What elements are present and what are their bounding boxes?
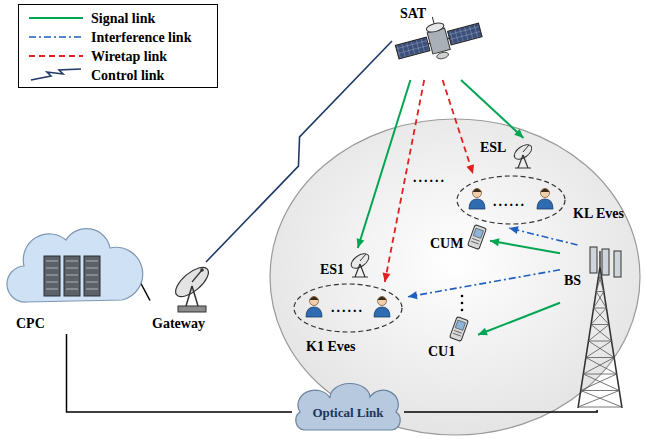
label-holder: ......	[331, 298, 364, 316]
optical-link-node: Optical Link	[292, 390, 404, 434]
legend-text: Wiretap link	[91, 49, 167, 64]
node-label: ESL	[480, 140, 506, 156]
connector-line	[408, 270, 560, 297]
gateway-node: Gateway	[150, 262, 230, 332]
legend-row: Wiretap link	[19, 46, 211, 65]
label-holder: ......	[493, 192, 526, 210]
node-label: BS	[564, 273, 581, 289]
arrow-head	[514, 129, 523, 138]
eavesdropper-group: K1 Eves	[292, 282, 408, 356]
legend-text: Control link	[91, 68, 164, 83]
node-label: CUM	[430, 236, 463, 252]
node-label: KL Eves	[573, 206, 624, 222]
ellipsis-label: ......	[413, 170, 446, 185]
legend-sample	[27, 30, 85, 44]
eavesdropper-group: KL Eves	[455, 174, 635, 228]
coverage-region	[270, 119, 640, 435]
earth-station-node: ES1	[320, 248, 374, 280]
node-label: K1 Eves	[306, 339, 355, 355]
legend-box: Signal linkInterference linkWiretap link…	[18, 4, 218, 88]
node-label: ES1	[320, 262, 344, 278]
legend-text: Signal link	[91, 11, 155, 26]
arrow-head	[466, 164, 474, 174]
legend-sample	[27, 11, 85, 25]
control-link	[206, 41, 392, 262]
connector-line	[206, 41, 392, 262]
arrow-head	[383, 272, 391, 282]
vertical-dots	[461, 295, 464, 312]
link-connector	[443, 80, 474, 174]
node-label: CPC	[16, 316, 45, 332]
legend-row: Signal link	[19, 8, 211, 27]
arrow-head	[490, 238, 500, 246]
link-connector	[461, 80, 524, 138]
arrow-head	[357, 238, 365, 248]
connector-line	[358, 80, 411, 248]
connector-line	[461, 80, 524, 138]
legend-sample	[27, 68, 85, 82]
legend-row: Interference link	[19, 27, 211, 46]
connector-line	[404, 410, 597, 412]
node-label: Gateway	[152, 316, 205, 332]
arrow-head	[478, 328, 488, 335]
earth-station-node: ESL	[480, 138, 538, 170]
connector-line	[443, 80, 473, 174]
legend-row: Control link	[19, 65, 211, 84]
link-connector	[509, 226, 578, 245]
satellite-node: SAT	[392, 2, 484, 80]
arrow-head	[408, 291, 418, 299]
gateway-dish-icon	[150, 262, 230, 314]
base-station-node: BS	[560, 245, 630, 410]
link-connector	[478, 303, 560, 335]
cpc-node: CPC	[8, 222, 138, 334]
link-connector	[404, 410, 597, 412]
label-holder: ......	[413, 168, 446, 186]
link-connector	[357, 80, 411, 248]
node-label: CU1	[428, 344, 455, 360]
connector-line	[490, 241, 560, 254]
node-label: SAT	[400, 6, 426, 22]
base-station-tower-icon	[560, 245, 630, 410]
arrow-head	[509, 226, 519, 234]
connector-line	[478, 303, 560, 335]
cellular-user-node: CU1	[428, 318, 478, 360]
link-connector	[408, 270, 560, 299]
connector-line	[67, 334, 293, 412]
legend-sample	[27, 49, 85, 63]
link-connector	[67, 334, 293, 412]
ellipsis-label: ......	[493, 194, 526, 209]
legend-text: Interference link	[91, 30, 191, 45]
node-label: Optical Link	[312, 405, 383, 421]
connector-line	[509, 228, 578, 245]
cellular-user-node: CUM	[430, 222, 490, 256]
link-connector	[490, 238, 560, 253]
cloud-servers-icon	[8, 222, 138, 314]
ellipsis-label: ......	[331, 300, 364, 315]
